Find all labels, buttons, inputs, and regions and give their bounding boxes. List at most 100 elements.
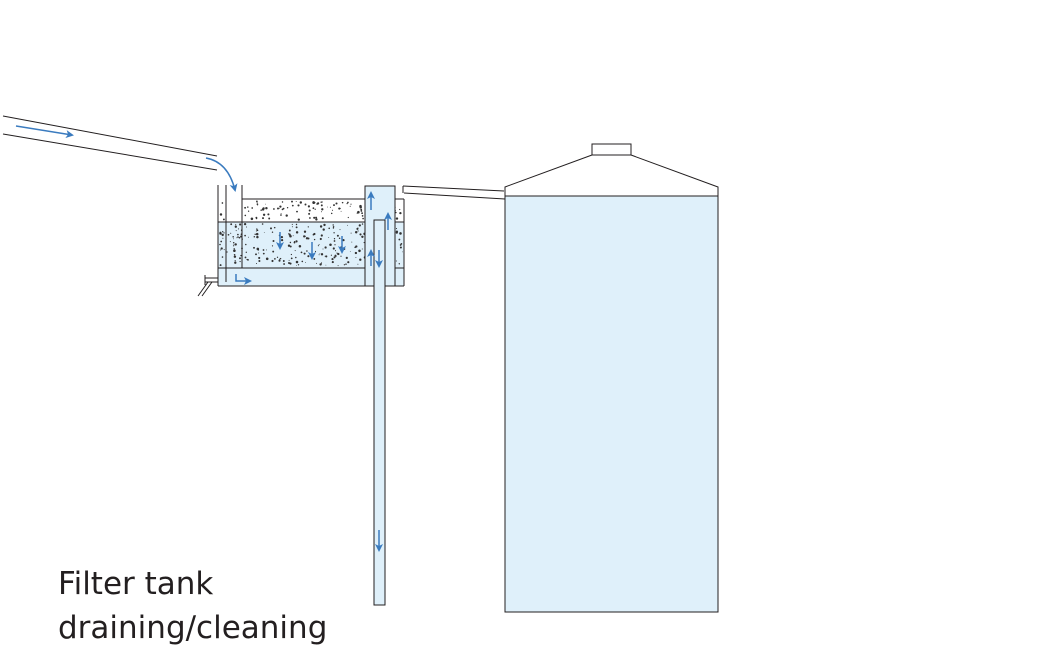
gravel-speck (257, 204, 259, 206)
gravel-speck (280, 214, 282, 216)
inlet-downpipe (225, 185, 243, 282)
gravel-speck (234, 243, 237, 246)
gravel-speck (266, 249, 267, 251)
gravel-speck (315, 218, 318, 221)
gravel-speck (295, 231, 299, 234)
gravel-speck (399, 212, 402, 215)
gravel-speck (343, 247, 346, 251)
gravel-speck (265, 206, 268, 210)
gravel-speck (260, 209, 262, 211)
gravel-speck (399, 246, 402, 249)
gravel-speck (312, 201, 315, 204)
gravel-speck (332, 226, 335, 228)
gravel-speck (308, 217, 311, 219)
gravel-speck (315, 216, 318, 219)
gravel-speck (288, 262, 290, 264)
gravel-speck (245, 226, 248, 228)
gravel-speck (255, 262, 258, 265)
gravel-speck (221, 256, 223, 258)
gravel-speck (261, 223, 264, 225)
gravel-speck (326, 206, 328, 208)
gravel-speck (361, 248, 363, 250)
gravel-speck (303, 252, 306, 255)
inlet-flow-arrow (15, 125, 74, 138)
gravel-speck (335, 256, 337, 258)
gravel-speck (280, 213, 282, 215)
gravel-speck (239, 257, 241, 260)
gravel-speck (319, 263, 322, 266)
gravel-speck (288, 259, 290, 261)
gravel-speck (230, 223, 233, 226)
gravel-speck (222, 237, 224, 239)
gravel-speck (303, 235, 306, 238)
gravel-speck (361, 235, 364, 238)
gravel-speck (306, 250, 308, 252)
gravel-speck (256, 235, 259, 239)
gravel-speck (342, 238, 345, 242)
gravel-speck (360, 208, 363, 211)
gravel-speck (395, 228, 398, 230)
gravel-speck (399, 244, 402, 246)
gravel-speck (296, 210, 298, 213)
gravel-speck (330, 212, 333, 215)
gravel-speck (333, 256, 336, 259)
gravel-speck (244, 234, 246, 237)
gravel-speck (318, 244, 320, 246)
gravel-speck (295, 226, 298, 229)
gravel-speck (399, 232, 402, 235)
gravel-speck (256, 247, 260, 251)
gravel-speck (332, 247, 335, 250)
gravel-speck (359, 233, 362, 236)
gravel-speck (314, 208, 316, 210)
gravel-speck (227, 233, 230, 236)
gravel-speck (363, 242, 365, 244)
gravel-speck (234, 254, 236, 256)
gravel-speck (319, 225, 323, 228)
gravel-speck (402, 251, 403, 253)
gravel-speck (222, 218, 225, 221)
gravel-speck (234, 260, 236, 262)
gravel-speck (272, 250, 275, 253)
gravel-speck (320, 262, 323, 264)
gravel-speck (250, 217, 254, 221)
gravel-speck (338, 207, 341, 210)
gravel-speck (325, 264, 327, 266)
gravel-speck (295, 201, 297, 202)
gravel-speck (308, 212, 311, 215)
gravel-speck (223, 249, 225, 251)
gravel-speck (334, 250, 337, 252)
gravel-speck (262, 249, 265, 251)
drain-pipe (373, 219, 386, 606)
gravel-speck (346, 203, 348, 205)
gravel-speck (263, 232, 265, 234)
gravel-speck (321, 208, 324, 211)
gravel-speck (219, 232, 222, 235)
gravel-speck (232, 242, 235, 244)
caption-line-2: draining/cleaning (58, 610, 328, 646)
gravel-speck (347, 216, 349, 219)
gravel-speck (291, 226, 293, 228)
gravel-speck (332, 224, 334, 226)
gravel-speck (358, 249, 361, 253)
gravel-speck (333, 232, 335, 234)
gravel-speck (313, 257, 316, 260)
gravel-speck (358, 224, 361, 227)
gravel-speck (337, 265, 339, 267)
gravel-speck (232, 238, 234, 240)
inlet-pipe (2, 115, 218, 171)
gravel-speck (285, 214, 288, 217)
gravel-speck (271, 259, 274, 263)
gravel-speck (221, 233, 224, 237)
gravel-speck (350, 232, 352, 234)
gravel-speck (338, 237, 341, 240)
gravel-speck (395, 230, 399, 233)
gravel-speck (314, 250, 317, 253)
gravel-speck (273, 208, 275, 210)
gravel-speck (258, 259, 261, 263)
gravel-speck (271, 245, 274, 247)
gravel-speck (289, 245, 292, 248)
overflow-pipe (402, 185, 506, 200)
gravel-speck (359, 206, 362, 209)
gravel-speck (343, 264, 346, 266)
gravel-speck (226, 251, 228, 253)
